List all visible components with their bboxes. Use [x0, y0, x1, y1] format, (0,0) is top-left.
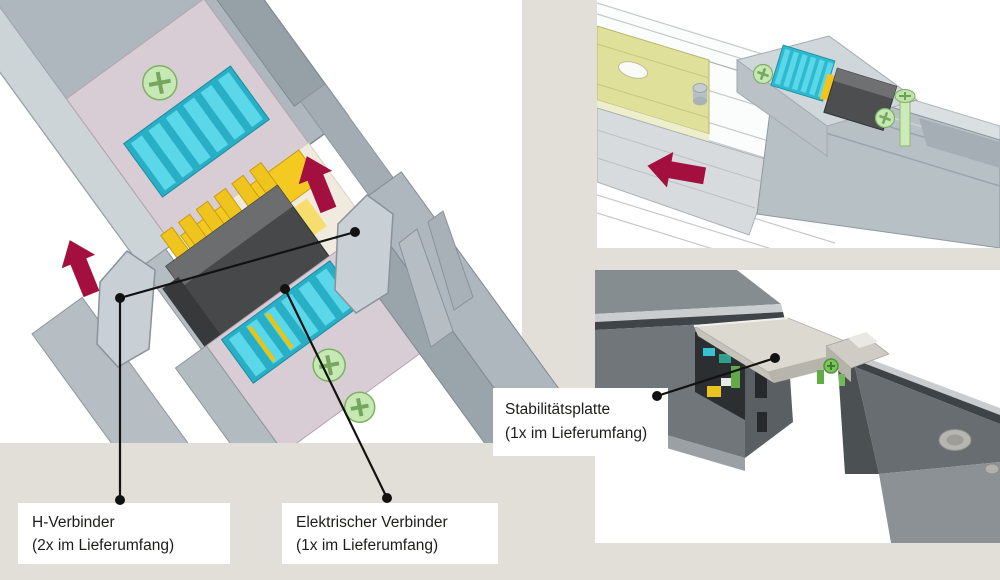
- screw-icon: [874, 107, 896, 129]
- socket-upper: [123, 65, 270, 198]
- direction-arrow-up-left-icon: [298, 156, 337, 214]
- direction-arrow-left-icon: [647, 152, 707, 188]
- screw-icon: [752, 63, 774, 85]
- screw-icon: [823, 358, 839, 374]
- upper-rail: [0, 0, 350, 268]
- connector-housing: [817, 332, 890, 386]
- label-line: (2x im Lieferumfang): [32, 537, 175, 554]
- screw-icon: [142, 65, 178, 101]
- mounting-hole: [617, 61, 649, 79]
- socket-comb: [770, 44, 836, 102]
- slide-in-figure: [597, 0, 1000, 248]
- vertical-screw: [894, 89, 916, 147]
- label-line: Stabilitätsplatte: [505, 401, 611, 418]
- right-rail: [838, 352, 1000, 543]
- direction-arrow-up-left-icon: [61, 240, 100, 298]
- label-line: (1x im Lieferumfang): [296, 537, 439, 554]
- exploded-view-figure: [0, 0, 595, 443]
- connector-assembly: [735, 35, 919, 157]
- label-h-verbinder: H-Verbinder (2x im Lieferumfang): [18, 503, 230, 564]
- label-line: (1x im Lieferumfang): [505, 425, 648, 442]
- rail-fin: [427, 210, 474, 311]
- label-line: H-Verbinder: [32, 514, 115, 531]
- peg: [692, 83, 708, 106]
- label-stabilitaetsplatte: Stabilitätsplatte (1x im Lieferumfang): [493, 388, 668, 456]
- label-line: Elektrischer Verbinder: [296, 514, 448, 531]
- rail-fin: [398, 228, 454, 348]
- label-elektrischer-verbinder: Elektrischer Verbinder (1x im Lieferumfa…: [282, 503, 498, 564]
